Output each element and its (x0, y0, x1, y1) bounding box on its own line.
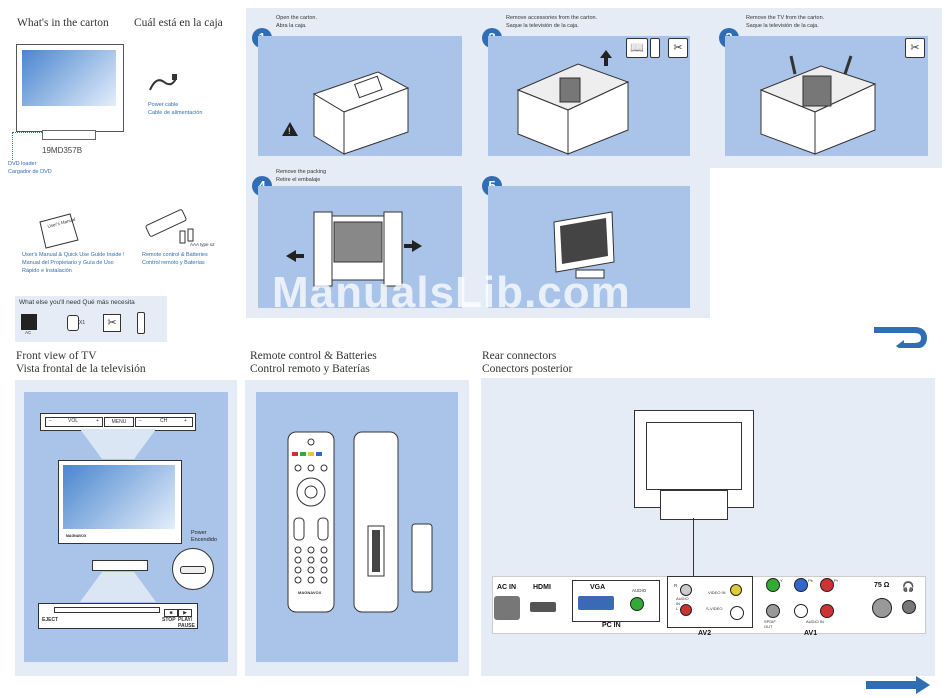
av1-audio-r-port[interactable] (820, 604, 834, 618)
play-pause-button[interactable]: ▶ (178, 609, 192, 617)
need-panel: What else you'll need Qué más necesita A… (15, 296, 167, 342)
pc-in-group (572, 580, 660, 622)
step-5-image (488, 186, 690, 308)
stop-button[interactable]: ■ (164, 609, 178, 617)
remote-title-es: Control remoto y Baterías (250, 363, 370, 375)
headphone-port[interactable] (902, 600, 916, 614)
hdmi-port[interactable] (530, 602, 556, 612)
audio-label: AUDIO (632, 588, 647, 593)
remote-small-icon (650, 38, 660, 58)
power-cable-icon (149, 74, 177, 91)
connector-strip (492, 576, 926, 634)
front-title-es: Vista frontal de la televisión (16, 363, 146, 375)
av2-group (667, 576, 753, 628)
ac-in-label: AC IN (497, 584, 517, 591)
rear-title-en: Rear connectors (482, 350, 557, 362)
remote-back (353, 431, 399, 613)
antenna-label: 75 Ω (874, 582, 890, 589)
spdif-port[interactable] (766, 604, 780, 618)
need-ac-label: AC (25, 330, 32, 335)
carton-title-es: Cuál está en la caja (134, 17, 223, 29)
av2-audio-l-port[interactable] (680, 604, 692, 616)
av2-audio-r-port[interactable] (680, 584, 692, 596)
dvd-slot-front (54, 607, 160, 613)
step-2-text: Remove accessories from the carton.Saque… (506, 15, 598, 29)
outlet-icon (21, 314, 37, 330)
svideo-port[interactable] (730, 606, 744, 620)
scissors-icon: ✂ (905, 38, 925, 58)
pc-audio-port[interactable] (630, 597, 644, 611)
plug-icon (67, 315, 79, 331)
front-title-en: Front view of TV (16, 350, 97, 362)
remote-batteries-icon (145, 209, 194, 244)
blank-area (710, 168, 942, 318)
av2-video-port[interactable] (730, 584, 742, 596)
rear-title-es: Conectors posterior (482, 363, 573, 375)
y-label: Y (780, 578, 783, 583)
vga-port[interactable] (578, 596, 614, 610)
scissors-icon: ✂ (103, 314, 121, 332)
video-in-label: VIDEO IN (708, 590, 726, 595)
step-3-image (725, 36, 928, 156)
need-title: What else you'll need Qué más necesita (19, 299, 135, 306)
menu-button[interactable]: MENU (104, 417, 134, 427)
step-1-text: Open the carton.Abra la caja. (276, 15, 317, 29)
av2-label: AV2 (698, 630, 712, 637)
step-3-text: Remove the TV from the carton.Saque la t… (746, 15, 825, 29)
av2-r-label: R (674, 583, 678, 588)
need-x1-label: X1 (79, 320, 86, 326)
carton-title-en: What's in the carton (17, 17, 109, 29)
remote-label: Remote control & Batteries Control remot… (142, 252, 208, 266)
av1-pr-port[interactable] (820, 578, 834, 592)
step-4-image (258, 186, 462, 308)
remote-brand: MAGNAVOX (298, 590, 322, 595)
av1-audio-l-port[interactable] (794, 604, 808, 618)
hdmi-label: HDMI (533, 584, 551, 591)
book-icon: 📖 (626, 38, 648, 58)
watermark: ManualsLib.com (272, 268, 631, 317)
manual-label: User's Manual & Quick Use Guide Inside !… (22, 252, 125, 274)
battery-note: AAA type x2 (190, 242, 215, 247)
pb-label: Pb (808, 578, 813, 583)
next-page-arrow-icon (866, 676, 930, 694)
spdif-label: SPDIF OUT (764, 619, 776, 629)
svideo-label: S-VIDEO (706, 606, 723, 611)
power-cable-label: Power cable Cable de alimentación (148, 102, 203, 116)
tv-brand: MAGNAVOX (66, 534, 87, 538)
power-button[interactable] (180, 566, 206, 574)
av1-y-port[interactable] (766, 578, 780, 592)
model-label: 19MD357B (42, 146, 83, 155)
dvd-loader-label: DVD loader Cargador de DVD (8, 161, 52, 175)
antenna-port[interactable] (872, 598, 892, 618)
volume-control[interactable]: − VOL + (45, 417, 103, 427)
eject-label: EJECT (42, 617, 59, 623)
dvd-slot (92, 560, 148, 571)
av1-label: AV1 (804, 630, 818, 637)
screwdriver-icon (137, 312, 145, 334)
ac-in-port[interactable] (494, 596, 520, 620)
av1-pb-port[interactable] (794, 578, 808, 592)
battery-cover (411, 523, 433, 593)
av1-audio-in-label: AUDIO IN (806, 619, 824, 624)
headphone-icon: 🎧 (902, 582, 915, 593)
channel-control[interactable]: − CH + (135, 417, 193, 427)
pr-label: Pr (834, 578, 838, 583)
vga-label: VGA (590, 584, 606, 591)
step-1-image: ! (258, 36, 462, 156)
remote-title-en: Remote control & Batteries (250, 350, 377, 362)
next-arrow-icon (874, 327, 928, 348)
play-pause-label: PLAY/PAUSE (178, 617, 195, 629)
manual-icon: User's Manual (39, 213, 79, 249)
stop-label: STOP (162, 617, 176, 623)
svg-text:!: ! (288, 126, 291, 136)
scissors-icon: ✂ (668, 38, 688, 58)
remote-front (287, 431, 335, 613)
pc-in-label: PC IN (602, 622, 621, 629)
